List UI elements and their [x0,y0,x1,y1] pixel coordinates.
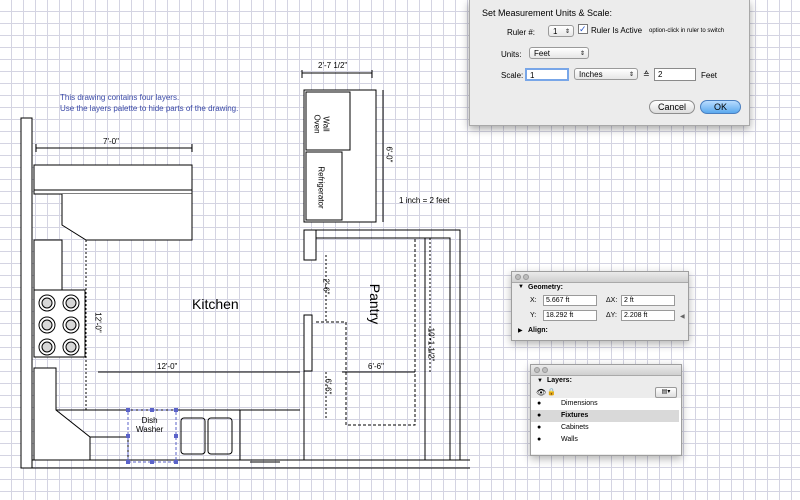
disclosure-closed-icon[interactable]: ▶ [518,328,523,334]
sink-right [207,417,233,455]
dim-kitchen-top: 7'-0" [103,137,119,146]
ruler-number-select[interactable]: 1⇕ [548,25,574,37]
visible-bullet-icon[interactable]: ● [537,400,542,407]
dim-pantry-bottom: 6'-6" [323,378,333,395]
note-line-1: This drawing contains four layers. [60,93,180,102]
layer-row-fixtures[interactable]: ● Fixtures [531,410,679,422]
units-label: Units: [501,50,522,59]
updown-arrow-icon: ⇕ [564,29,570,35]
disclosure-open-icon[interactable]: ▼ [518,284,524,290]
units-value: Feet [534,49,551,58]
selection-handles [126,408,178,464]
units-select[interactable]: Feet ⇕ [529,47,589,59]
visible-bullet-icon[interactable]: ● [537,424,542,431]
cancel-button[interactable]: Cancel [649,100,695,114]
left-cabinet [33,239,63,291]
dish-washer-label: Dish Washer [136,416,164,434]
dim-kitchen-left: 12'-0" [93,312,103,333]
ruler-active-label: Ruler Is Active [591,26,643,35]
dialog-title: Set Measurement Units & Scale: [482,8,613,18]
layer-name: Walls [561,436,578,443]
updown-arrow-icon: ⇕ [579,51,585,57]
dy-field[interactable]: 2.208 ft [621,310,675,321]
scale-units-select[interactable]: Inches ⇕ [574,68,638,80]
dim-right-vertical: 6'-0" [384,146,394,163]
dim-pantry-door: 2'-6" [321,278,331,295]
collapse-arrow-icon[interactable]: ◀ [680,314,685,320]
minimize-icon[interactable] [523,274,529,280]
ruler-active-checkbox[interactable]: ✓ [578,24,588,34]
layer-name: Cabinets [561,424,589,431]
note-line-2: Use the layers palette to hide parts of … [60,104,239,113]
corner-cabinet [33,367,91,461]
visible-bullet-icon[interactable]: ● [537,436,542,443]
geometry-section-title: Geometry: [528,284,564,291]
layers-list: ● Dimensions ● Fixtures ● Cabinets ● Wal… [531,398,681,454]
scale-target-units: Feet [701,71,718,80]
layers-palette-titlebar[interactable] [531,365,681,376]
dim-top: 2'-7 1/2" [318,61,348,70]
cooktop [38,294,80,356]
dim-pantry-right: 10'-1 1/2" [426,327,436,362]
ruler-hint: option-click in ruler to switch [649,28,725,34]
lock-icon: 🔒 [547,389,556,396]
wall-left [20,117,33,469]
ruler-number-value: 1 [553,27,558,36]
layer-row-walls[interactable]: ● Walls [531,434,679,446]
layer-name: Fixtures [561,412,589,419]
geometry-palette-titlebar[interactable] [512,272,688,283]
layer-name: Dimensions [561,400,598,407]
layers-palette: ▼ Layers: 👁 🔒 ▤▾ ● Dimensions ● Fixtures… [530,364,682,456]
dim-kitchen-bottom: 12'-0" [157,362,178,371]
kitchen-label: Kitchen [192,296,239,312]
y-field[interactable]: 18.292 ft [543,310,597,321]
base-cabinet-top [34,193,193,241]
x-label: X: [530,297,537,304]
scale-units-value: Inches [579,70,603,79]
dim-pantry-width: 6'-6" [368,362,384,371]
sink-left [180,417,206,455]
dx-field[interactable]: 2 ft [621,295,675,306]
ruler-label: Ruler #: [507,28,536,37]
wall-oven-label: Wall Oven [312,114,331,134]
y-label: Y: [530,312,537,319]
dx-label: ΔX: [606,297,618,304]
scale-input[interactable]: 1 [525,68,569,81]
pantry-wall [304,229,461,460]
refrigerator-label: Refrigerator [316,166,326,209]
disclosure-open-icon[interactable]: ▼ [537,378,543,384]
scale-note: 1 inch = 2 feet [399,196,450,205]
wall-oven [305,91,351,151]
align-section-title: Align: [528,327,548,334]
visible-bullet-icon[interactable]: ● [537,412,542,419]
layers-menu-button[interactable]: ▤▾ [655,387,677,398]
close-icon[interactable] [534,367,540,373]
scale-target-input[interactable]: 2 [654,68,696,81]
eye-icon: 👁 [536,388,547,397]
x-field[interactable]: 5.667 ft [543,295,597,306]
pantry-door [303,314,313,372]
pantry-shelves [345,238,416,426]
layers-section-title: Layers: [547,377,572,384]
pantry-label: Pantry [367,283,384,325]
dy-label: ΔY: [606,312,617,319]
scale-label: Scale: [501,71,524,80]
equals-symbol: ≙ [643,70,650,79]
close-icon[interactable] [515,274,521,280]
measurement-units-dialog: Set Measurement Units & Scale: Ruler #: … [469,0,750,126]
updown-arrow-icon: ⇕ [628,72,634,78]
minimize-icon[interactable] [542,367,548,373]
layer-row-cabinets[interactable]: ● Cabinets [531,422,679,434]
refrigerator [305,151,343,221]
ok-button[interactable]: OK [700,100,741,114]
geometry-palette: ▼ Geometry: X: 5.667 ft ΔX: 2 ft Y: 18.2… [511,271,689,341]
layer-row-dimensions[interactable]: ● Dimensions [531,398,679,410]
